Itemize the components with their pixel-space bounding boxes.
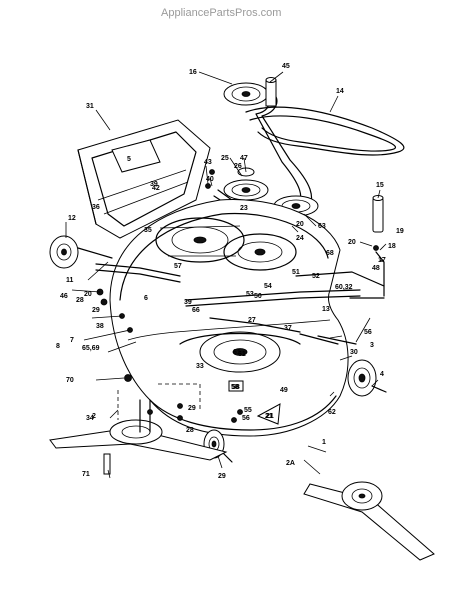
callout-30: 30 [350, 349, 358, 356]
callout-65-69: 65,69 [82, 345, 100, 352]
callout-6: 6 [144, 295, 148, 302]
callout-49: 49 [280, 387, 288, 394]
callout-3: 3 [370, 342, 374, 349]
callout-36: 36 [92, 204, 100, 211]
callout-1: 1 [322, 439, 326, 446]
callout-43: 43 [204, 159, 212, 166]
callout-27: 27 [248, 317, 256, 324]
callout-71: 71 [82, 471, 90, 478]
hardware-bits [96, 169, 379, 475]
callout-70: 70 [66, 377, 74, 384]
callout-60-32: 60,32 [335, 284, 353, 291]
callout-11: 11 [66, 277, 74, 284]
callout-15: 15 [376, 182, 384, 189]
left-spindle-area [155, 217, 245, 263]
callout-56: 56 [242, 415, 250, 422]
callout-18: 18 [388, 243, 396, 250]
hopper-label: 5 [127, 156, 131, 163]
callout-45: 45 [282, 63, 290, 70]
callout-29: 29 [218, 473, 226, 480]
callout-16: 16 [189, 69, 197, 76]
callout-52: 52 [312, 273, 320, 280]
drive-belt-14 [245, 106, 405, 156]
front-left-caster [49, 235, 113, 269]
idler-pulleys-upper [223, 77, 277, 107]
callout-46: 46 [60, 293, 68, 300]
callout-21: 21 [266, 413, 274, 420]
callout-48: 48 [372, 265, 380, 272]
callout-33: 33 [196, 363, 204, 370]
callout-58: 58 [232, 384, 240, 391]
mower-deck-shell [109, 199, 349, 437]
callout-39: 39 [184, 299, 192, 306]
callout-50: 50 [254, 293, 262, 300]
badge-58-label: 58 [231, 384, 239, 391]
callout-20: 20 [348, 239, 356, 246]
right-spindle-area [223, 233, 297, 271]
pulley-spindle-left [223, 167, 269, 201]
callout-42: 42 [152, 185, 160, 192]
callout-66: 66 [192, 307, 200, 314]
callout-14: 14 [336, 88, 344, 95]
pin-15 [372, 195, 384, 233]
callout-39: 39 [150, 181, 158, 188]
callout-25: 25 [221, 155, 229, 162]
triangle-21-label: 21 [265, 413, 273, 420]
callout-51: 51 [292, 269, 300, 276]
callout-2: 2 [92, 413, 96, 420]
callout-4: 4 [380, 371, 384, 378]
callout-62: 62 [328, 409, 336, 416]
callout-40: 40 [206, 176, 214, 183]
callout-61: 61 [238, 351, 246, 358]
blade-2a [303, 481, 435, 561]
callout-17: 17 [378, 257, 386, 264]
discharge-chute [77, 119, 211, 239]
callout-47: 47 [240, 155, 248, 162]
callout-34: 34 [86, 415, 94, 422]
callout-29: 29 [188, 405, 196, 412]
callout-2A: 2A [286, 460, 295, 467]
callout-28: 28 [76, 297, 84, 304]
callout-8: 8 [56, 343, 60, 350]
callout-7: 7 [70, 337, 74, 344]
callout-24: 24 [296, 235, 304, 242]
center-spindle [179, 331, 301, 373]
right-gauge-wheel [347, 359, 387, 397]
callout-20: 20 [296, 221, 304, 228]
callout-37: 37 [284, 325, 292, 332]
callout-31: 31 [86, 103, 94, 110]
callout-23: 23 [240, 205, 248, 212]
leader-lines [65, 71, 387, 479]
callout-68: 68 [326, 250, 334, 257]
callout-19: 19 [396, 228, 404, 235]
callout-29: 29 [92, 307, 100, 314]
callout-57: 57 [174, 263, 182, 270]
center-plate-label: 61 [233, 349, 241, 356]
callout-54: 54 [264, 283, 272, 290]
callout-12: 12 [68, 215, 76, 222]
callout-35: 35 [144, 227, 152, 234]
callout-53: 53 [246, 291, 254, 298]
callout-38: 38 [96, 323, 104, 330]
callout-28: 28 [186, 427, 194, 434]
callout-56: 56 [364, 329, 372, 336]
callout-20: 20 [84, 291, 92, 298]
watermark-text: AppliancePartsPros.com [161, 7, 281, 19]
callout-13: 13 [322, 306, 330, 313]
callout-63: 63 [318, 223, 326, 230]
callout-55: 55 [244, 407, 252, 414]
lift-linkage [95, 251, 385, 345]
blade-2 [49, 383, 228, 461]
callout-26: 26 [234, 163, 242, 170]
